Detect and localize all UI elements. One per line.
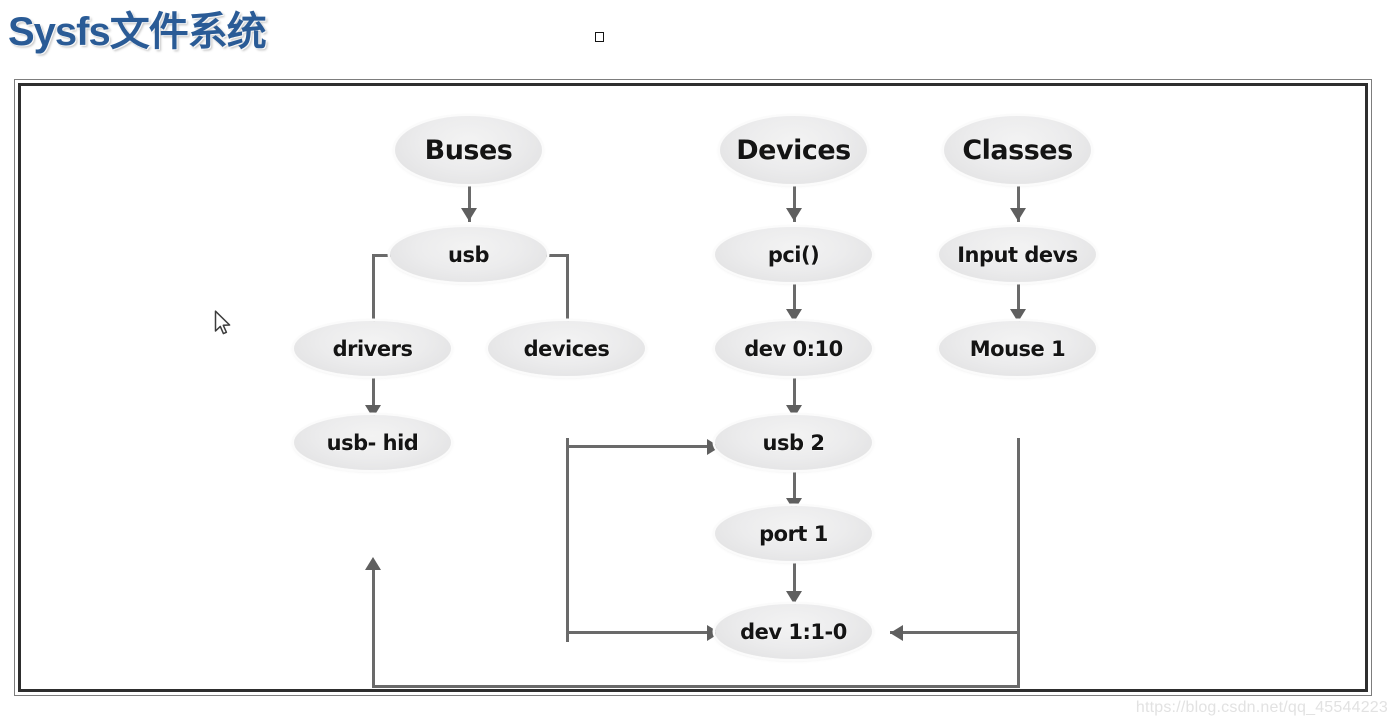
edge-classes-inputdevs	[1017, 184, 1020, 222]
edge-buses-usb	[468, 184, 471, 222]
edge-drivers-usbhid	[372, 376, 375, 418]
arrowhead-bottomrail-usbhid	[365, 557, 381, 570]
node-drivers[interactable]: drivers	[294, 321, 451, 376]
node-label: Classes	[962, 134, 1073, 166]
node-label: Devices	[736, 134, 851, 166]
arrowhead-devicesh-pci	[786, 208, 802, 221]
edge-dev010-usb2	[793, 376, 796, 418]
arrowhead-buses-usb	[461, 208, 477, 221]
node-classes[interactable]: Classes	[944, 116, 1091, 184]
edge-usb-drivers	[372, 254, 375, 336]
edge-bottom-rail-riser	[372, 561, 375, 688]
node-input-devs[interactable]: Input devs	[939, 227, 1096, 282]
csdn-watermark: https://blog.csdn.net/qq_45544223	[1135, 699, 1388, 716]
mouse-cursor-icon	[214, 310, 234, 338]
edge-devicesh-pci	[793, 184, 796, 222]
node-dev-1-1-0[interactable]: dev 1:1-0	[715, 604, 872, 659]
node-usb-hid[interactable]: usb- hid	[294, 415, 451, 470]
node-label: devices	[523, 336, 610, 361]
node-mouse-1[interactable]: Mouse 1	[939, 321, 1096, 376]
edge-usb-devices	[566, 254, 569, 336]
node-label: drivers	[332, 336, 413, 361]
edge-devices-usb2	[566, 445, 716, 448]
edge-bottom-rail	[372, 685, 1020, 688]
node-label: usb	[448, 242, 489, 267]
edge-usb2-port1	[793, 470, 796, 510]
node-label: Buses	[424, 134, 513, 166]
missing-glyph-box-icon	[595, 32, 604, 42]
arrowhead-inputdevs-mouse1	[1010, 309, 1026, 322]
node-devices-root[interactable]: Devices	[720, 116, 867, 184]
node-label: dev 1:1-0	[740, 619, 847, 644]
node-usb-2[interactable]: usb 2	[715, 415, 872, 470]
node-devices-sub[interactable]: devices	[488, 321, 645, 376]
arrowhead-classes-inputdevs	[1010, 208, 1026, 221]
arrowhead-dev010-usb2	[786, 405, 802, 418]
arrowhead-pci-dev010	[786, 309, 802, 322]
edge-port1-dev110	[793, 561, 796, 605]
edge-pci-dev010	[793, 282, 796, 322]
node-label: usb 2	[762, 430, 825, 455]
edge-mouse1-dev110	[890, 631, 1020, 634]
node-label: Input devs	[957, 242, 1078, 267]
arrowhead-port1-dev110	[786, 591, 802, 604]
edge-mouse1-trunk	[1017, 438, 1020, 688]
page-title: Sysfs文件系统	[8, 10, 267, 54]
node-dev-0-10[interactable]: dev 0:10	[715, 321, 872, 376]
diagram-canvas: Buses Devices Classes usb pci() Input de…	[21, 86, 1365, 689]
node-label: Mouse 1	[969, 336, 1066, 361]
node-buses[interactable]: Buses	[395, 116, 542, 184]
node-label: dev 0:10	[744, 336, 843, 361]
node-port-1[interactable]: port 1	[715, 506, 872, 561]
edge-devices-trunk	[566, 438, 569, 642]
edge-devices-dev110	[566, 631, 716, 634]
node-label: port 1	[759, 521, 828, 546]
node-label: pci()	[767, 242, 820, 267]
node-label: usb- hid	[326, 430, 419, 455]
arrowhead-mouse1-dev110	[890, 625, 903, 641]
node-usb[interactable]: usb	[390, 227, 547, 282]
arrowhead-drivers-usbhid	[365, 405, 381, 418]
edge-inputdevs-mouse1	[1017, 282, 1020, 322]
node-pci[interactable]: pci()	[715, 227, 872, 282]
